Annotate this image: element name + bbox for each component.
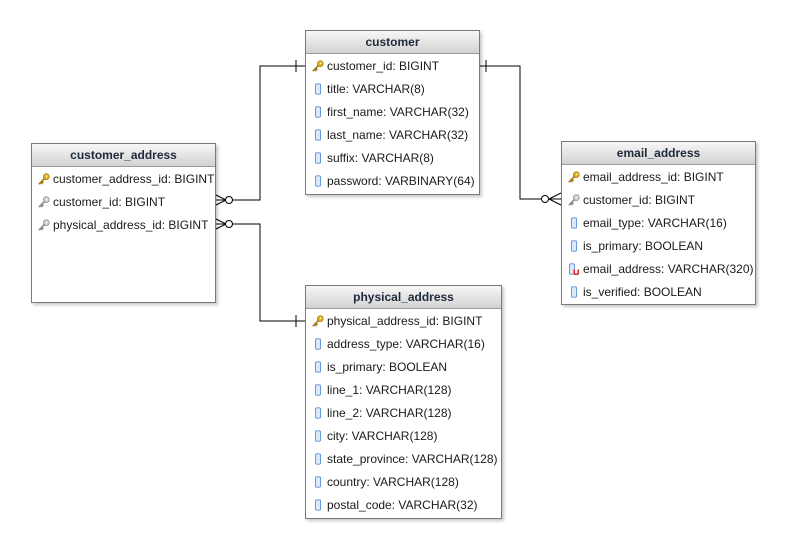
- column-icon: [312, 129, 324, 141]
- column-icon: [312, 430, 324, 442]
- column-row-email-address[interactable]: email_address: VARCHAR(320): [562, 258, 755, 281]
- column-row-customer-address-id[interactable]: customer_address_id: BIGINT: [32, 168, 215, 191]
- column-label: physical_address_id: BIGINT: [53, 218, 209, 232]
- table-header[interactable]: email_address: [562, 142, 755, 165]
- column-row-title[interactable]: title: VARCHAR(8): [306, 78, 479, 101]
- column-label: line_2: VARCHAR(128): [327, 406, 452, 420]
- column-label: is_primary: BOOLEAN: [327, 360, 448, 374]
- table-header[interactable]: customer_address: [32, 144, 215, 167]
- column-label: state_province: VARCHAR(128): [327, 452, 498, 466]
- table-customer-address[interactable]: customer_address customer_address_id: BI…: [31, 143, 216, 303]
- zero-circle-marker: [225, 220, 233, 228]
- column-icon: [312, 106, 324, 118]
- column-list: customer_id: BIGINT title: VARCHAR(8) firs…: [306, 54, 479, 193]
- table-physical-address[interactable]: physical_address physical_address_id: BI…: [305, 285, 502, 519]
- column-row-last-name[interactable]: last_name: VARCHAR(32): [306, 124, 479, 147]
- column-row-email-type[interactable]: email_type: VARCHAR(16): [562, 212, 755, 235]
- column-icon: [312, 384, 324, 396]
- primary-key-icon: [312, 315, 324, 327]
- primary-key-icon: [38, 173, 50, 185]
- column-label: customer_address_id: BIGINT: [53, 172, 215, 186]
- column-label: email_address: VARCHAR(320): [583, 262, 754, 276]
- primary-key-icon: [568, 171, 580, 183]
- column-icon: [312, 361, 324, 373]
- foreign-key-icon: [38, 196, 50, 208]
- column-icon: [568, 217, 580, 229]
- column-icon: [312, 453, 324, 465]
- column-row-suffix[interactable]: suffix: VARCHAR(8): [306, 147, 479, 170]
- column-label: country: VARCHAR(128): [327, 475, 459, 489]
- column-label: customer_id: BIGINT: [327, 59, 440, 73]
- column-label: city: VARCHAR(128): [327, 429, 438, 443]
- column-label: first_name: VARCHAR(32): [327, 105, 469, 119]
- column-row-country[interactable]: country: VARCHAR(128): [306, 471, 501, 494]
- column-row-physical-address-id[interactable]: physical_address_id: BIGINT: [306, 310, 501, 333]
- column-row-address-type[interactable]: address_type: VARCHAR(16): [306, 333, 501, 356]
- column-icon: [568, 240, 580, 252]
- table-header[interactable]: physical_address: [306, 286, 501, 309]
- column-row-customer-id[interactable]: customer_id: BIGINT: [32, 191, 215, 214]
- column-icon: [312, 499, 324, 511]
- column-list: physical_address_id: BIGINT address_type:…: [306, 309, 501, 517]
- column-row-physical-address-id[interactable]: physical_address_id: BIGINT: [32, 214, 215, 237]
- primary-key-icon: [312, 60, 324, 72]
- column-icon: [312, 175, 324, 187]
- column-icon: [568, 286, 580, 298]
- foreign-key-icon: [568, 194, 580, 206]
- zero-circle-marker: [225, 196, 233, 204]
- column-label: line_1: VARCHAR(128): [327, 383, 452, 397]
- column-icon: [312, 407, 324, 419]
- column-row-state-province[interactable]: state_province: VARCHAR(128): [306, 448, 501, 471]
- column-label: customer_id: BIGINT: [53, 195, 166, 209]
- column-label: is_verified: BOOLEAN: [583, 285, 702, 299]
- column-label: postal_code: VARCHAR(32): [327, 498, 478, 512]
- column-list: email_address_id: BIGINT customer_id: BIG…: [562, 165, 755, 304]
- column-row-password[interactable]: password: VARBINARY(64): [306, 170, 479, 193]
- column-label: suffix: VARCHAR(8): [327, 151, 434, 165]
- zero-circle-marker: [541, 195, 549, 203]
- table-header[interactable]: customer: [306, 31, 479, 54]
- column-icon: [312, 152, 324, 164]
- column-label: physical_address_id: BIGINT: [327, 314, 483, 328]
- column-row-customer-id[interactable]: customer_id: BIGINT: [562, 189, 755, 212]
- column-label: email_type: VARCHAR(16): [583, 216, 727, 230]
- column-row-line-1[interactable]: line_1: VARCHAR(128): [306, 379, 501, 402]
- relationship-customer-to-customer-address: [214, 65, 305, 201]
- table-customer[interactable]: customer customer_id: BIGINT title: VARCH…: [305, 30, 480, 195]
- many-crow-foot-marker: [213, 217, 227, 225]
- column-row-email-address-id[interactable]: email_address_id: BIGINT: [562, 166, 755, 189]
- column-icon: [312, 476, 324, 488]
- many-crow-foot-marker: [548, 192, 562, 200]
- column-row-city[interactable]: city: VARCHAR(128): [306, 425, 501, 448]
- column-list: customer_address_id: BIGINT customer_id: …: [32, 167, 215, 237]
- column-label: is_primary: BOOLEAN: [583, 239, 704, 253]
- column-label: password: VARBINARY(64): [327, 174, 475, 188]
- column-label: customer_id: BIGINT: [583, 193, 696, 207]
- column-row-is-verified[interactable]: is_verified: BOOLEAN: [562, 281, 755, 304]
- column-label: title: VARCHAR(8): [327, 82, 425, 96]
- column-row-is-primary[interactable]: is_primary: BOOLEAN: [562, 235, 755, 258]
- column-label: address_type: VARCHAR(16): [327, 337, 485, 351]
- column-row-line-2[interactable]: line_2: VARCHAR(128): [306, 402, 501, 425]
- column-row-customer-id[interactable]: customer_id: BIGINT: [306, 55, 479, 78]
- column-row-postal-code[interactable]: postal_code: VARCHAR(32): [306, 494, 501, 517]
- column-label: last_name: VARCHAR(32): [327, 128, 469, 142]
- column-row-first-name[interactable]: first_name: VARCHAR(32): [306, 101, 479, 124]
- many-crow-foot-marker: [213, 193, 227, 201]
- column-label: email_address_id: BIGINT: [583, 170, 724, 184]
- foreign-key-icon: [38, 219, 50, 231]
- column-row-is-primary[interactable]: is_primary: BOOLEAN: [306, 356, 501, 379]
- relationship-customer-to-email-address: [478, 65, 561, 200]
- unique-column-icon: [568, 263, 580, 275]
- column-icon: [312, 83, 324, 95]
- relationship-physical-address-to-customer-address: [214, 223, 305, 322]
- table-email-address[interactable]: email_address email_address_id: BIGINT cu…: [561, 141, 756, 305]
- column-icon: [312, 338, 324, 350]
